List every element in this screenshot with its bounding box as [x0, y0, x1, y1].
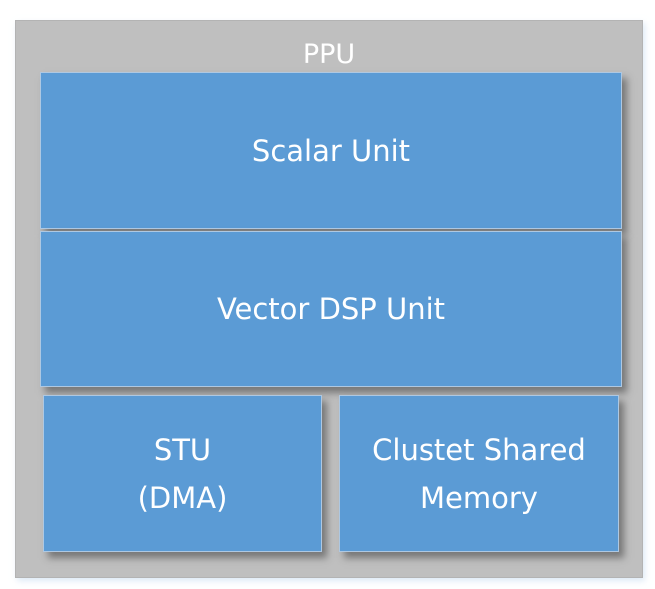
stu-dma-label: STU (DMA)	[137, 432, 228, 515]
stu-dma-block: STU (DMA)	[43, 395, 322, 552]
vector-dsp-unit-block: Vector DSP Unit	[40, 231, 622, 387]
scalar-unit-block: Scalar Unit	[40, 72, 622, 229]
vector-dsp-unit-label: Vector DSP Unit	[216, 292, 446, 326]
scalar-unit-label: Scalar Unit	[251, 133, 411, 168]
ppu-label: PPU	[302, 39, 356, 70]
cluster-shared-memory-label: Clustet Shared Memory	[372, 432, 586, 515]
cluster-shared-memory-block: Clustet Shared Memory	[339, 395, 619, 552]
